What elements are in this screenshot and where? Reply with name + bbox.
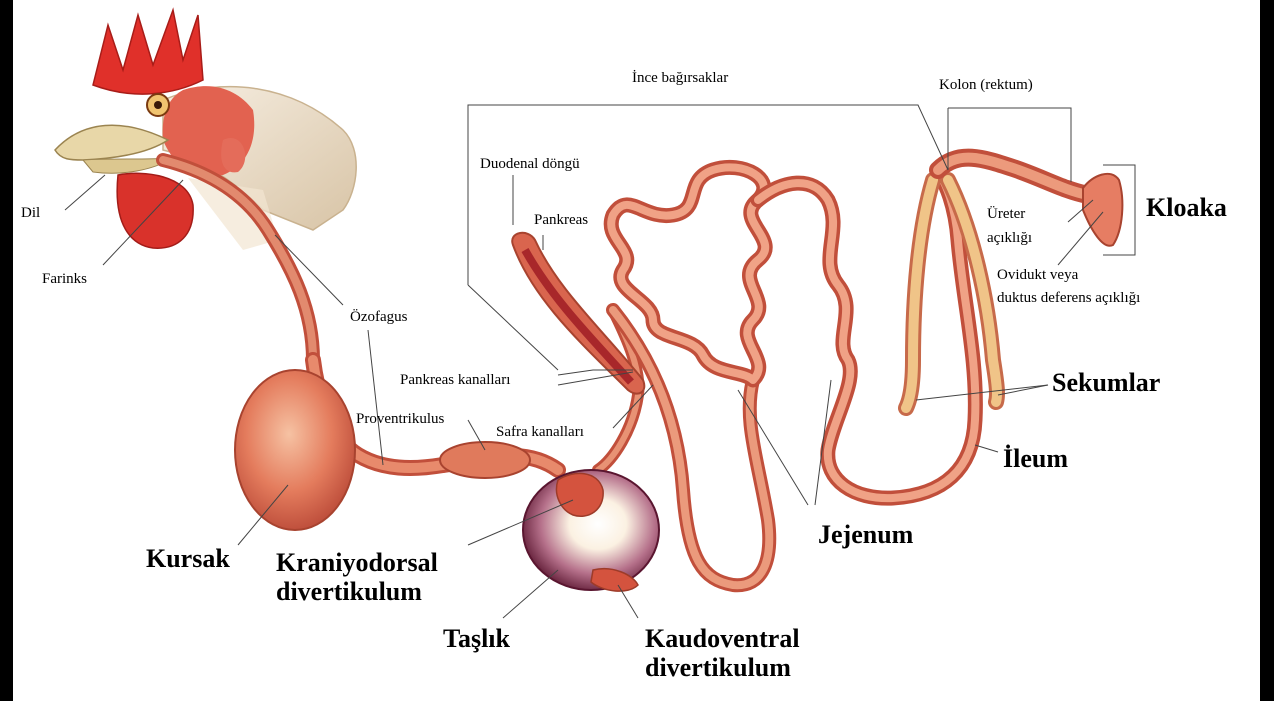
label-proventrikulus: Proventrikulus <box>356 412 444 427</box>
label-pankreas: Pankreas <box>534 213 588 228</box>
digestive-tract-illustration <box>13 0 1260 701</box>
label-dil: Dil <box>21 206 40 221</box>
label-pankreas-kanallari: Pankreas kanalları <box>400 373 510 388</box>
label-jejenum: Jejenum <box>818 522 913 548</box>
label-kursak: Kursak <box>146 546 230 572</box>
label-ureter-2: açıklığı <box>987 231 1032 246</box>
label-kaudoventral: Kaudoventral divertikulum <box>645 624 800 682</box>
chicken-head <box>55 10 356 250</box>
label-kloaka: Kloaka <box>1146 195 1227 221</box>
label-kraniyodorsal: Kraniyodorsal divertikulum <box>276 548 438 606</box>
label-ileum: İleum <box>1003 446 1068 472</box>
label-ureter-1: Üreter <box>987 207 1025 222</box>
label-ozofagus: Özofagus <box>350 310 407 325</box>
label-ovidukt-1: Ovidukt veya <box>997 268 1078 283</box>
label-kolon: Kolon (rektum) <box>939 78 1033 93</box>
label-kaudoventral-line1: Kaudoventral <box>645 624 800 653</box>
label-sekumlar: Sekumlar <box>1052 370 1160 396</box>
diagram-canvas: Dil Farinks Özofagus Proventrikulus Pank… <box>13 0 1260 701</box>
label-kaudoventral-line2: divertikulum <box>645 653 800 682</box>
label-safra-kanallari: Safra kanalları <box>496 425 584 440</box>
label-kraniyodorsal-line1: Kraniyodorsal <box>276 548 438 577</box>
label-taslik: Taşlık <box>443 626 510 652</box>
label-ince-bagirsaklar: İnce bağırsaklar <box>632 71 728 86</box>
label-kraniyodorsal-line2: divertikulum <box>276 577 438 606</box>
label-duodenal-dongu: Duodenal döngü <box>480 157 580 172</box>
label-farinks: Farinks <box>42 272 87 287</box>
label-ovidukt-2: duktus deferens açıklığı <box>997 291 1140 306</box>
